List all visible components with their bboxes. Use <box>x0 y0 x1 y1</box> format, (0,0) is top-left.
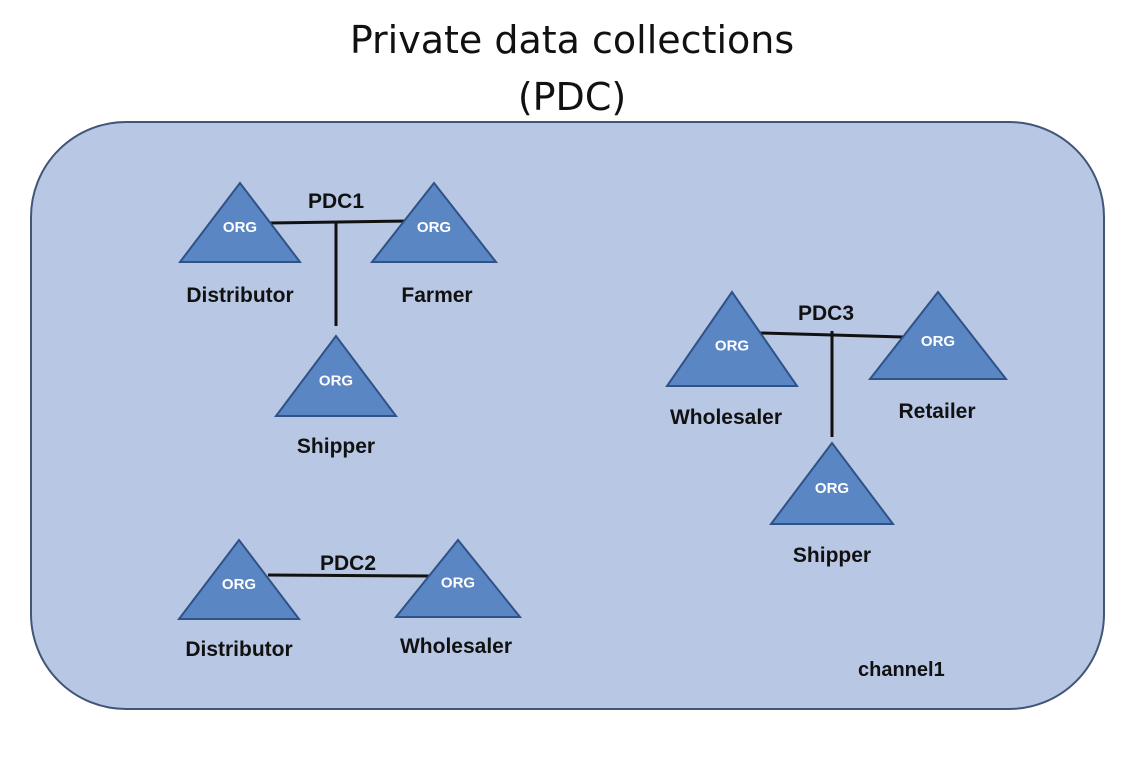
org-label: ORG <box>222 576 256 593</box>
org-label: ORG <box>417 219 451 236</box>
pdc-connector-line <box>269 219 411 225</box>
org-triangle-icon <box>369 181 499 263</box>
org-role-label: Shipper <box>297 435 375 458</box>
channel-label: channel1 <box>858 659 945 681</box>
org-label: ORG <box>441 575 475 592</box>
title-line-2: (PDC) <box>518 75 626 119</box>
pdc-label: PDC3 <box>798 302 854 325</box>
pdc-connector-line <box>267 573 431 578</box>
org-label: ORG <box>715 337 749 354</box>
pdc-label: PDC2 <box>320 552 376 575</box>
org-role-label: Wholesaler <box>670 406 782 429</box>
org-role-label: Farmer <box>401 284 472 307</box>
title-line-1: Private data collections <box>350 18 794 62</box>
org-label: ORG <box>921 333 955 350</box>
org-nodes: ORG ORG ORG ORG ORG ORG ORG ORG <box>176 181 1009 620</box>
org-role-label: Shipper <box>793 544 871 567</box>
org-label: ORG <box>223 219 257 236</box>
org-triangle-icon <box>867 290 1009 380</box>
connectors <box>267 219 905 578</box>
pdc-label: PDC1 <box>308 190 364 213</box>
org-triangle-icon <box>768 441 896 525</box>
org-role-label: Distributor <box>185 638 292 661</box>
org-label: ORG <box>815 480 849 497</box>
org-role-label: Distributor <box>186 284 293 307</box>
org-triangle-icon <box>177 181 303 263</box>
org-triangle-icon <box>393 538 523 618</box>
org-triangle-icon <box>176 538 302 620</box>
org-role-label: Retailer <box>898 400 975 423</box>
org-triangle-icon <box>665 290 799 387</box>
channel-box <box>30 121 1105 710</box>
org-role-label: Wholesaler <box>400 635 512 658</box>
org-label: ORG <box>319 373 353 390</box>
org-triangle-icon <box>274 334 398 417</box>
